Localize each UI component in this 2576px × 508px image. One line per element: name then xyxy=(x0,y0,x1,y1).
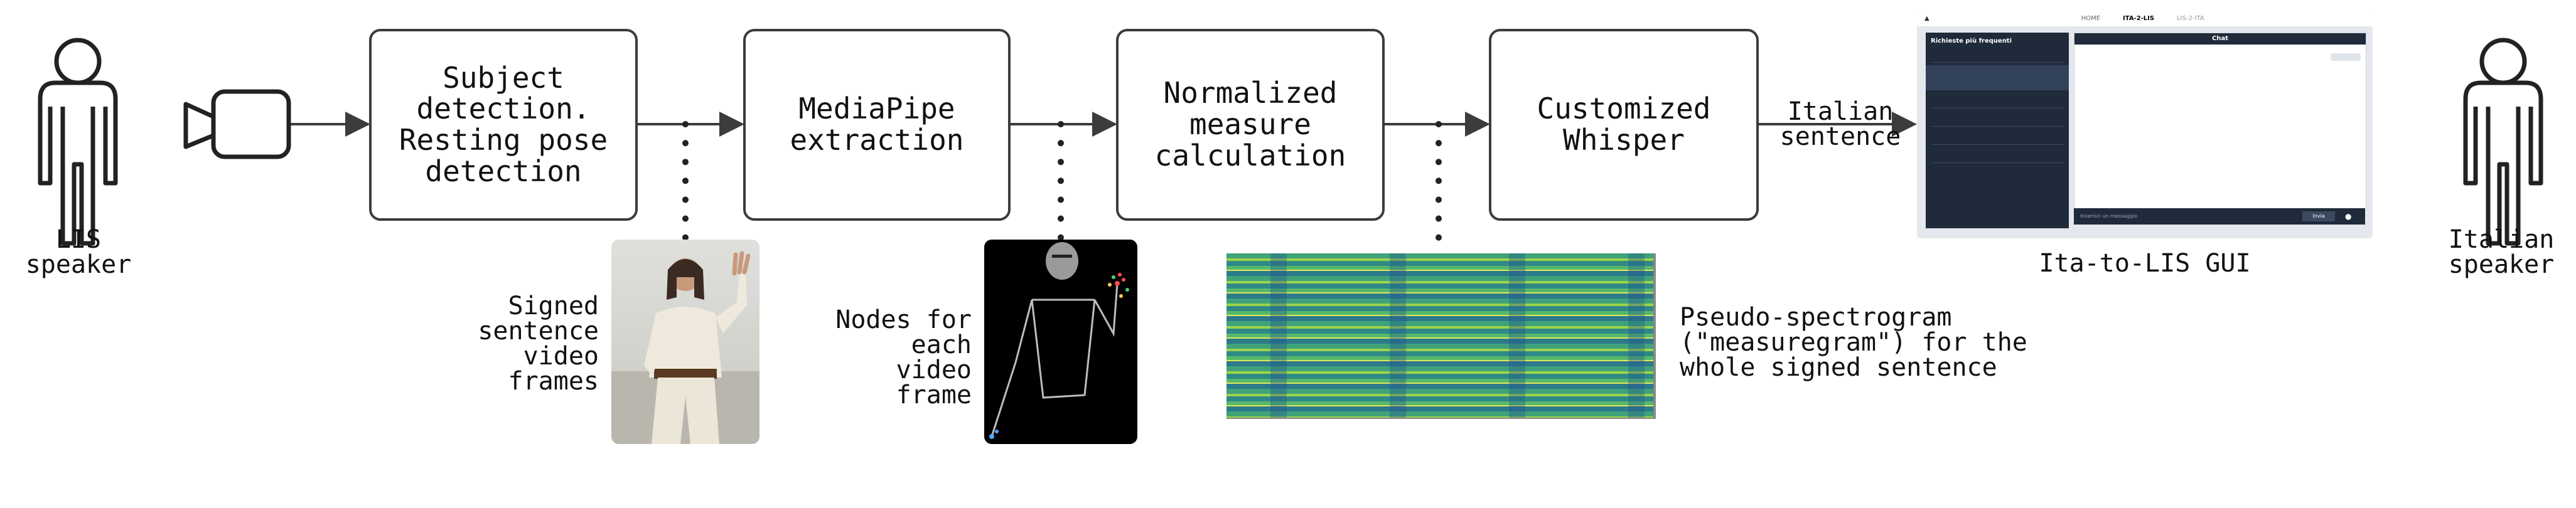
step-normalized-measure: Normalized measure calculation xyxy=(1116,29,1385,221)
camera-icon xyxy=(183,89,291,159)
measuregram-annotation: Pseudo-spectrogram ("measuregram") for t… xyxy=(1680,303,2027,382)
gui-faq-item[interactable] xyxy=(1931,151,2064,163)
measuregram-image xyxy=(1224,251,1667,430)
gui-faq-item[interactable] xyxy=(1931,115,2064,127)
ita-to-lis-gui-screenshot: ▲ HOME ITA-2-LIS LIS-2-ITA Richieste più… xyxy=(1917,10,2373,238)
step-customized-whisper: Customized Whisper xyxy=(1489,29,1759,221)
gui-nav-ita-2-lis[interactable]: ITA-2-LIS xyxy=(2123,14,2155,22)
italian-sentence-label: Italian sentence xyxy=(1779,97,1901,151)
gui-message-input[interactable]: Inserisci un messaggio xyxy=(2080,213,2138,219)
gui-faq-item[interactable] xyxy=(1926,65,2069,90)
signed-video-frame-image xyxy=(611,240,759,444)
gui-nav-lis-2-ita[interactable]: LIS-2-ITA xyxy=(2177,14,2204,22)
step-subject-detection: Subject detection. Resting pose detectio… xyxy=(369,29,638,221)
gui-chat-title: Chat xyxy=(2074,33,2366,45)
gui-chat-bubble xyxy=(2331,53,2361,61)
gui-send-button[interactable]: Invia xyxy=(2302,211,2335,221)
italian-speaker-person-icon xyxy=(2463,38,2543,246)
lis-speaker-person-icon xyxy=(38,38,118,246)
gui-annotation: Ita-to-LIS GUI xyxy=(2039,249,2251,278)
step-mediapipe-extraction: MediaPipe extraction xyxy=(743,29,1011,221)
gui-faq-panel: Richieste più frequenti xyxy=(1926,33,2069,228)
gui-chat-input-bar: Inserisci un messaggio Invia ● xyxy=(2074,208,2365,225)
gui-microphone-icon[interactable]: ● xyxy=(2345,212,2352,221)
gui-faq-item[interactable] xyxy=(1931,97,2064,108)
gui-logo-icon: ▲ xyxy=(1924,14,1929,22)
mediapipe-nodes-image xyxy=(984,240,1137,444)
video-frames-annotation: Signed sentence video frames xyxy=(478,292,599,396)
gui-faq-item[interactable] xyxy=(1931,133,2064,145)
gui-faq-title: Richieste più frequenti xyxy=(1931,38,2012,45)
italian-speaker-label: Italian speaker xyxy=(2448,225,2555,279)
gui-chat-panel: Chat xyxy=(2074,33,2366,209)
lis-speaker-label: LIS speaker xyxy=(25,225,132,279)
nodes-annotation: Nodes for each video frame xyxy=(835,305,972,410)
gui-faq-item[interactable] xyxy=(1931,52,2064,63)
gui-nav-home[interactable]: HOME xyxy=(2081,14,2101,22)
